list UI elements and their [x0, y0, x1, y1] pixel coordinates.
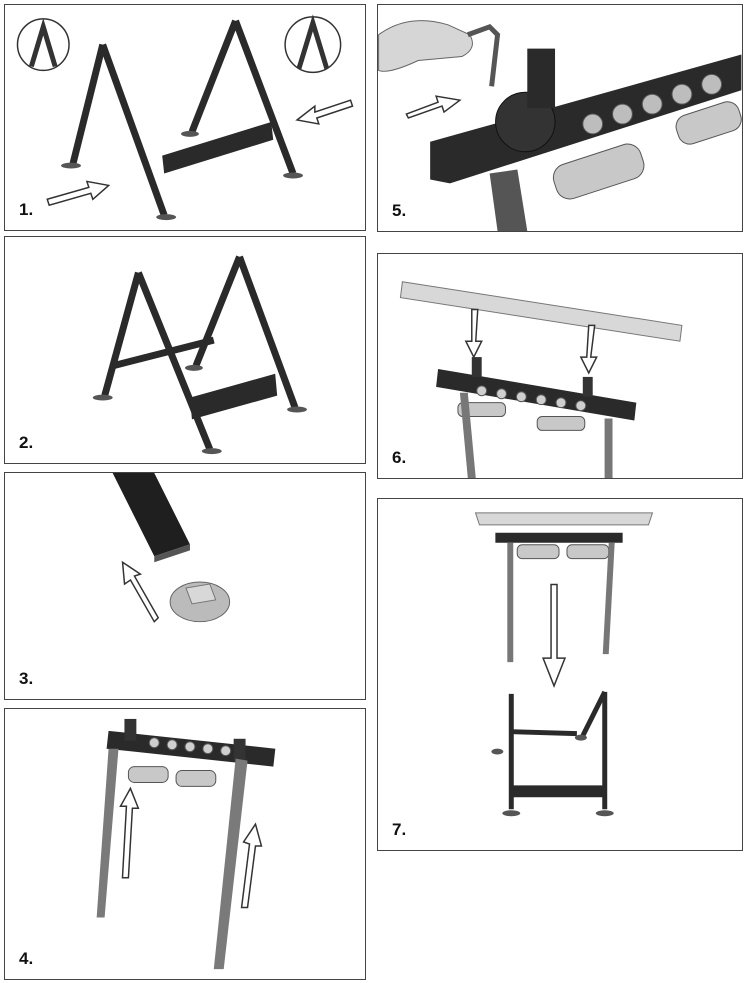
step-6-panel: 6.	[377, 253, 743, 479]
roller-left	[516, 544, 560, 560]
hand	[378, 20, 473, 72]
step-3-panel: 3.	[4, 472, 366, 700]
roller-left	[552, 143, 645, 200]
step-4-number: 4.	[19, 949, 34, 968]
crank-handle-icon	[466, 23, 501, 87]
step-6-number: 6.	[392, 448, 407, 467]
arrow-left-icon	[405, 95, 462, 119]
step-2-number: 2.	[19, 433, 34, 452]
arrow-down-icon	[542, 583, 567, 688]
step-7-panel: 7.	[377, 498, 743, 851]
step-7-illustration	[474, 512, 654, 817]
cross-brace-front	[189, 373, 278, 420]
arrow-right-icon	[46, 180, 111, 207]
roller-head-bar	[495, 532, 623, 543]
square-tube	[112, 473, 190, 557]
step-4-illustration	[96, 718, 276, 970]
base-frame	[508, 690, 608, 810]
step-5-panel: 5.	[377, 4, 743, 232]
roller-right	[175, 770, 217, 787]
a-frame-leg-right	[188, 19, 297, 175]
arrow-down-icon-right	[579, 324, 598, 375]
step-1-illustration	[16, 14, 354, 221]
step-1-panel: 1.	[4, 4, 366, 231]
arrow-up-icon-right	[240, 822, 263, 909]
arrow-down-icon-left	[464, 308, 483, 359]
step-5-illustration	[378, 20, 742, 231]
cross-brace	[162, 121, 274, 174]
leg-left	[96, 748, 119, 918]
step-7-number: 7.	[392, 820, 407, 839]
step-1-number: 1.	[19, 200, 34, 219]
ball-rollers	[476, 385, 587, 412]
leg-right	[213, 758, 248, 970]
roller-head-bar	[436, 368, 637, 421]
step-4-panel: 4.	[4, 708, 366, 980]
ball-rollers	[582, 73, 723, 135]
step-2-panel: 2.	[4, 236, 366, 464]
step-3-number: 3.	[19, 669, 34, 688]
step-2-illustration	[92, 255, 307, 455]
arrow-up-icon-left	[119, 786, 140, 879]
leg-post	[489, 169, 528, 231]
leg-left	[459, 392, 476, 478]
roller-right	[675, 101, 742, 145]
upper-leg-left	[507, 542, 514, 663]
guide-rail	[474, 512, 654, 526]
ball-rollers	[148, 737, 232, 757]
base-cross-brace	[513, 785, 603, 798]
roller-left	[127, 766, 169, 783]
step-3-illustration	[112, 473, 231, 623]
step-6-illustration	[399, 281, 683, 478]
arrow-left-icon	[295, 99, 354, 125]
a-frame-leg-left	[69, 43, 168, 217]
step-5-number: 5.	[392, 201, 407, 220]
upper-leg-right	[602, 542, 615, 655]
guide-rail	[399, 281, 683, 342]
arrow-up-icon	[121, 560, 160, 623]
roller-right	[536, 416, 586, 431]
roller-right	[566, 544, 610, 560]
assembled-a-frame	[101, 255, 299, 451]
leg-right	[604, 418, 613, 478]
roller-left	[457, 402, 506, 418]
